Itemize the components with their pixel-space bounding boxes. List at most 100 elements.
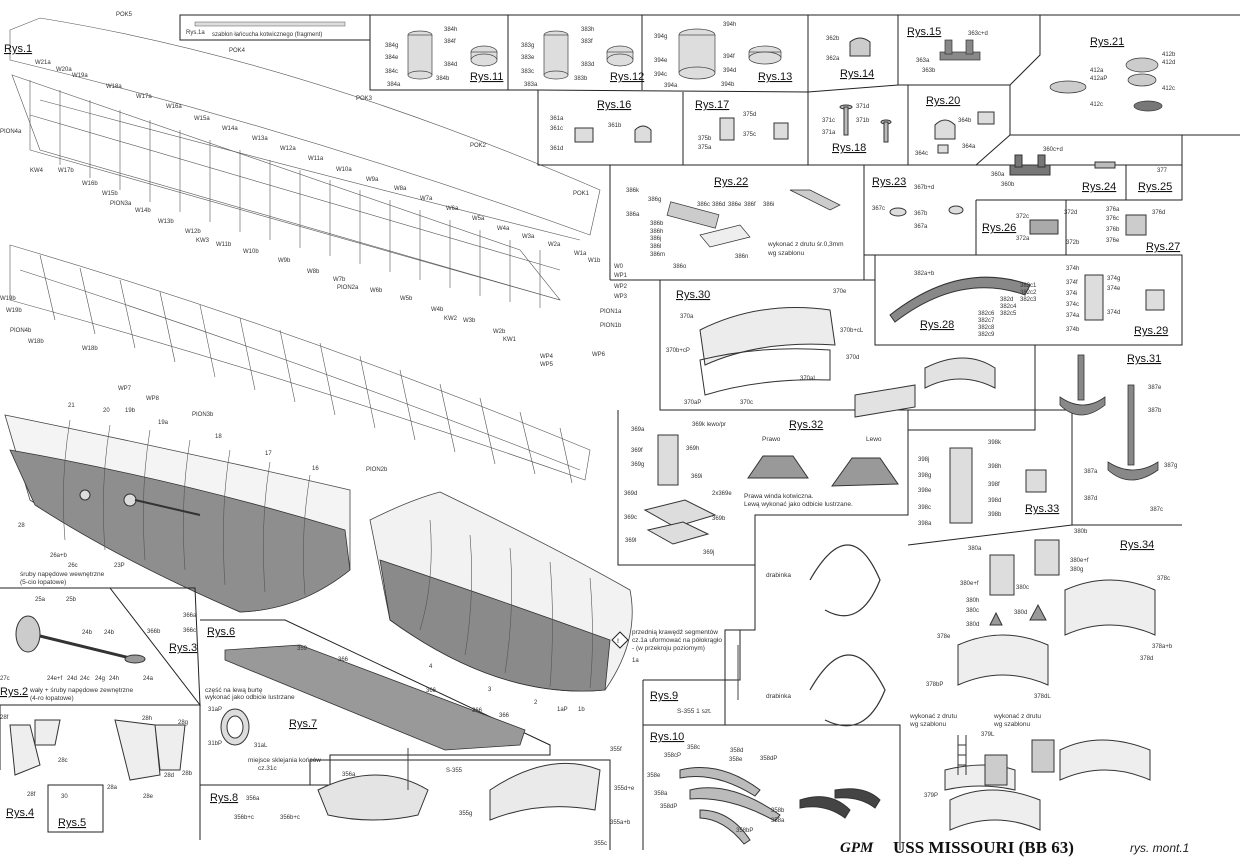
label-w14a: W14a (222, 126, 238, 132)
label-1ap: 1aP (557, 707, 568, 713)
part-363a: 363a (916, 58, 930, 64)
part-370bcp: 370b+cP (666, 348, 690, 354)
part-378e: 378e (937, 634, 951, 640)
fig-rys15: Rys.15 (907, 26, 941, 38)
fig-rys3: Rys.3 (169, 642, 197, 654)
rys16-20-parts: Rys.16 361a 361c 361b 361d Rys.17 375d 3… (550, 95, 995, 157)
label-w2a: W2a (548, 242, 561, 248)
rys8-parts: Rys.8 356a 356b+c 356b+c 356a S-355 355f… (200, 747, 635, 850)
part-369c: 369c (624, 515, 637, 521)
note-rys7-1: część na lewą burtę (205, 687, 263, 694)
part-386n: 386n (735, 254, 748, 260)
part-394c: 394c (654, 72, 667, 78)
part-370bcl: 370b+cL (840, 328, 864, 334)
part-369k: 369k lewo/pr (692, 422, 726, 428)
fig-rys1: Rys.1 (4, 43, 32, 55)
part-366-b: 366 (426, 688, 437, 694)
part-31ap: 31aP (208, 707, 222, 713)
part-358c: 358c (687, 745, 700, 751)
part-371c: 371c (822, 118, 835, 124)
label-pion3a: PION3a (110, 201, 132, 207)
part-383h: 383h (581, 27, 594, 33)
part-371d: 371d (856, 104, 869, 110)
label-w1a: W1a (574, 251, 587, 257)
label-w19b-2: W19b (6, 308, 22, 314)
label-w18b: W18b (28, 339, 44, 345)
fig-rys2: Rys.2 (0, 686, 28, 698)
part-375b: 375b (698, 136, 712, 142)
part-24ef: 24e+f (47, 676, 63, 682)
label-kw3: KW3 (196, 238, 210, 244)
part-361a: 361a (550, 116, 564, 122)
label-18: 18 (215, 434, 222, 440)
note-warn-2: cz.1a uformować na półokrągło (632, 637, 722, 644)
sheet-id: rys. mont.1 (1130, 841, 1189, 855)
part-364b: 364b (958, 118, 972, 124)
part-380d-2: 380d (1014, 610, 1027, 616)
part-371b: 371b (856, 118, 870, 124)
label-w16b: W16b (82, 181, 98, 187)
fig-rys32: Rys.32 (789, 419, 823, 431)
part-359: 359 (297, 646, 308, 652)
part-374c: 374c (1066, 302, 1079, 308)
part-374h: 374h (1066, 266, 1079, 272)
label-pion4b: PION4b (10, 328, 32, 334)
label-w13b: W13b (158, 219, 174, 225)
label-w19a: W19a (72, 73, 88, 79)
part-361c: 361c (550, 126, 563, 132)
label-pion1b: PION1b (600, 323, 622, 329)
label-pion3b: PION3b (192, 412, 214, 418)
part-24b-2: 24b (104, 630, 115, 636)
part-367a: 367a (914, 224, 928, 230)
part-367b: 367b (914, 211, 928, 217)
fig-rys29: Rys.29 (1134, 325, 1168, 337)
part-358b: 358b (771, 808, 785, 814)
brand-gpm: GPM (840, 840, 874, 856)
part-369b: 369b (712, 516, 726, 522)
note-rys7-2: wykonać jako odbicie lustrzane (204, 694, 295, 701)
label-w19b: W19b (0, 296, 16, 302)
part-371a: 371a (822, 130, 836, 136)
part-24g: 24g (95, 676, 105, 682)
part-369e: 2x369e (712, 491, 732, 497)
part-366-c: 366 (472, 708, 483, 714)
part-386i: 386i (763, 202, 774, 208)
fig-rys12: Rys.12 (610, 71, 644, 83)
label-wp8: WP8 (146, 396, 160, 402)
label-w7b: W7b (333, 277, 346, 283)
ladder-rings: drabinka drabinka (724, 515, 901, 850)
note-drabinka-2: drabinka (766, 693, 791, 700)
fig-rys33: Rys.33 (1025, 503, 1059, 515)
note-drabinka-1: drabinka (766, 572, 791, 579)
fig-rys14: Rys.14 (840, 68, 874, 80)
part-370e: 370e (833, 289, 847, 295)
part-25a: 25a (35, 597, 46, 603)
label-w15b: W15b (102, 191, 118, 197)
label-w6b: W6b (370, 288, 383, 294)
part-376d: 376d (1152, 210, 1165, 216)
part-394f: 394f (723, 54, 735, 60)
part-24d: 24d (67, 676, 77, 682)
part-376e: 376e (1106, 238, 1120, 244)
label-17: 17 (265, 451, 272, 457)
note-warn-1: przednią krawędź segmentów (632, 629, 718, 636)
part-374e: 374e (1107, 286, 1121, 292)
fig-rys26: Rys.26 (982, 222, 1016, 234)
part-374f: 374f (1066, 280, 1078, 286)
part-412c: 412c (1162, 86, 1175, 92)
part-380ef: 380e+f (1070, 558, 1089, 564)
part-356a: 356a (342, 772, 356, 778)
rys34b-parts: wykonać z drutu wg szablonu wykonać z dr… (909, 713, 1151, 831)
part-28d: 28d (164, 773, 174, 779)
fig-rys24: Rys.24 (1082, 181, 1116, 193)
label-26ab: 26a+b (50, 553, 68, 559)
label-kw2: KW2 (444, 316, 458, 322)
fig-rys16: Rys.16 (597, 99, 631, 111)
label-kw1: KW1 (503, 337, 517, 343)
part-398d: 398d (988, 498, 1001, 504)
part-382d: 382d (1000, 297, 1013, 303)
note-wire2-1: wykonać z drutu (993, 713, 1041, 720)
note-props-outer-2: (4-ro łopatowe) (30, 695, 74, 702)
part-24h: 24h (109, 676, 119, 682)
